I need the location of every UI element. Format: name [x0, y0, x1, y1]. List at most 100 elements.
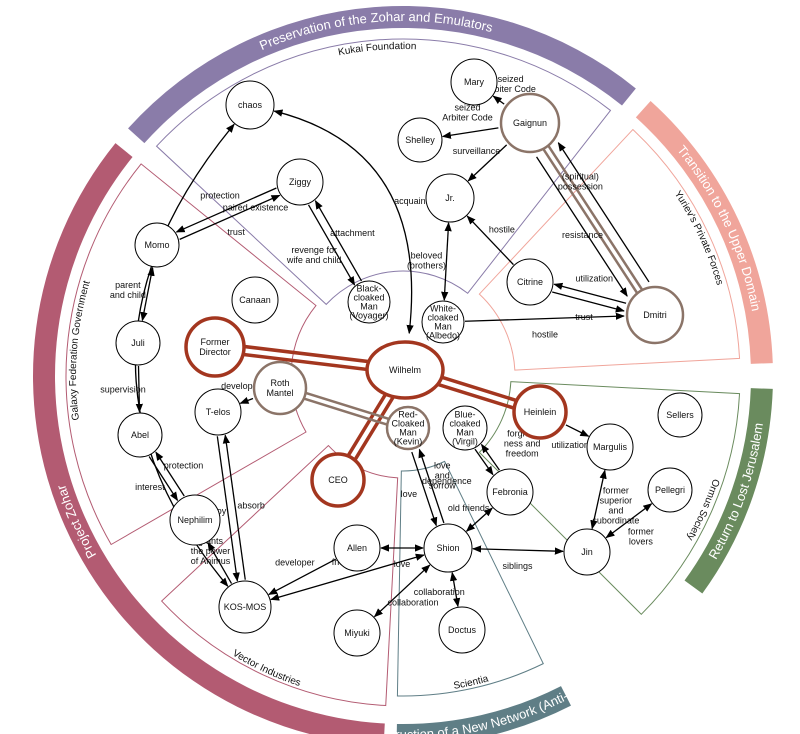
node-circle[interactable] [425, 173, 475, 223]
node-circle[interactable] [450, 58, 498, 106]
node-circle[interactable] [310, 452, 366, 508]
node-circle[interactable] [397, 117, 443, 163]
node-circle[interactable] [218, 580, 272, 634]
node-citrine[interactable]: Citrine [506, 258, 554, 306]
node-juli[interactable]: Juli [115, 320, 161, 366]
node-sellers[interactable]: Sellers [657, 392, 703, 438]
node-pellegri[interactable]: Pellegri [647, 467, 693, 513]
node-dmitri[interactable]: Dmitri [625, 285, 685, 345]
edge-label: wife and child [286, 255, 342, 265]
edge-arrow [467, 144, 508, 182]
node-febronia[interactable]: Febronia [486, 468, 534, 516]
node-circle[interactable] [252, 360, 308, 416]
node-label: Ziggy [289, 177, 312, 187]
node-circle[interactable] [499, 92, 561, 154]
node-allen[interactable]: Allen [333, 524, 381, 572]
edge-arrow [492, 95, 505, 105]
node-circle[interactable] [647, 467, 693, 513]
node-nephilim[interactable]: Nephilim [169, 494, 221, 546]
edge-label: utilization [575, 273, 613, 283]
edge-arrow [314, 200, 363, 282]
node-telos[interactable]: T-elos [194, 388, 242, 436]
node-label: Citrine [517, 277, 543, 287]
node-circle[interactable] [276, 158, 324, 206]
node-circle[interactable] [421, 300, 465, 344]
node-circle[interactable] [625, 285, 685, 345]
node-label: Gaignun [513, 118, 547, 128]
node-circle[interactable] [184, 316, 246, 378]
node-jin[interactable]: Jin [563, 528, 611, 576]
node-circle[interactable] [438, 606, 486, 654]
node-circle[interactable] [365, 340, 445, 400]
ring-band [33, 143, 385, 734]
node-label: (Voyager) [349, 311, 388, 321]
node-circle[interactable] [194, 388, 242, 436]
node-circle[interactable] [169, 494, 221, 546]
node-circle[interactable] [347, 280, 391, 324]
node-circle[interactable] [512, 384, 568, 440]
node-label: Miyuki [344, 628, 370, 638]
edge-label: interest [135, 482, 165, 492]
node-miyuki[interactable]: Miyuki [333, 609, 381, 657]
edge-arrow [441, 127, 499, 139]
edge-label: revenge for [291, 245, 337, 255]
node-gaignun[interactable]: Gaignun [499, 92, 561, 154]
node-jr[interactable]: Jr. [425, 173, 475, 223]
node-label: Doctus [448, 625, 477, 635]
node-circle[interactable] [231, 276, 279, 324]
node-momo[interactable]: Momo [134, 222, 180, 268]
node-circle[interactable] [563, 528, 611, 576]
node-label: Sellers [666, 410, 694, 420]
node-label: Wilhelm [389, 365, 421, 375]
node-canaan[interactable]: Canaan [231, 276, 279, 324]
node-circle[interactable] [586, 423, 634, 471]
node-circle[interactable] [442, 405, 488, 451]
edge-heinlein-margulis: utilization [551, 424, 590, 450]
edge-arrow [239, 396, 254, 404]
node-circle[interactable] [225, 80, 275, 130]
node-shion[interactable]: Shion [423, 523, 473, 573]
edge-shion-jin: siblings [472, 545, 564, 571]
node-label: Man [360, 302, 378, 312]
node-ceo[interactable]: CEO [310, 452, 366, 508]
ring-band [128, 6, 636, 144]
node-shelley[interactable]: Shelley [397, 117, 443, 163]
node-label: Heinlein [524, 407, 557, 417]
node-circle[interactable] [506, 258, 554, 306]
node-circle[interactable] [333, 609, 381, 657]
node-circle[interactable] [486, 468, 534, 516]
node-circle[interactable] [423, 523, 473, 573]
node-heinlein[interactable]: Heinlein [512, 384, 568, 440]
node-abel[interactable]: Abel [117, 412, 163, 458]
node-label: Allen [347, 543, 367, 553]
node-chaos[interactable]: chaos [225, 80, 275, 130]
edge-ziggy-momo: protection [175, 187, 277, 233]
edge-arrow [480, 443, 500, 471]
ring-band [684, 388, 773, 594]
node-wilhelm[interactable]: Wilhelm [365, 340, 445, 400]
edge-label: former [603, 485, 629, 495]
node-circle[interactable] [333, 524, 381, 572]
node-circle[interactable] [134, 222, 180, 268]
node-doctus[interactable]: Doctus [438, 606, 486, 654]
node-circle[interactable] [117, 412, 163, 458]
edge-label: love [394, 559, 411, 569]
node-circle[interactable] [115, 320, 161, 366]
node-kosmos[interactable]: KOS-MOS [218, 580, 272, 634]
node-circle[interactable] [385, 405, 431, 451]
node-mary[interactable]: Mary [450, 58, 498, 106]
edge-arrow [418, 448, 445, 524]
node-ziggy[interactable]: Ziggy [276, 158, 324, 206]
edge-miyuki-shion: collaboration [373, 564, 439, 618]
edge-dmitri-citrine: utilization [553, 273, 627, 304]
node-margulis[interactable]: Margulis [586, 423, 634, 471]
edge-arrow [140, 266, 155, 322]
node-circle[interactable] [657, 392, 703, 438]
